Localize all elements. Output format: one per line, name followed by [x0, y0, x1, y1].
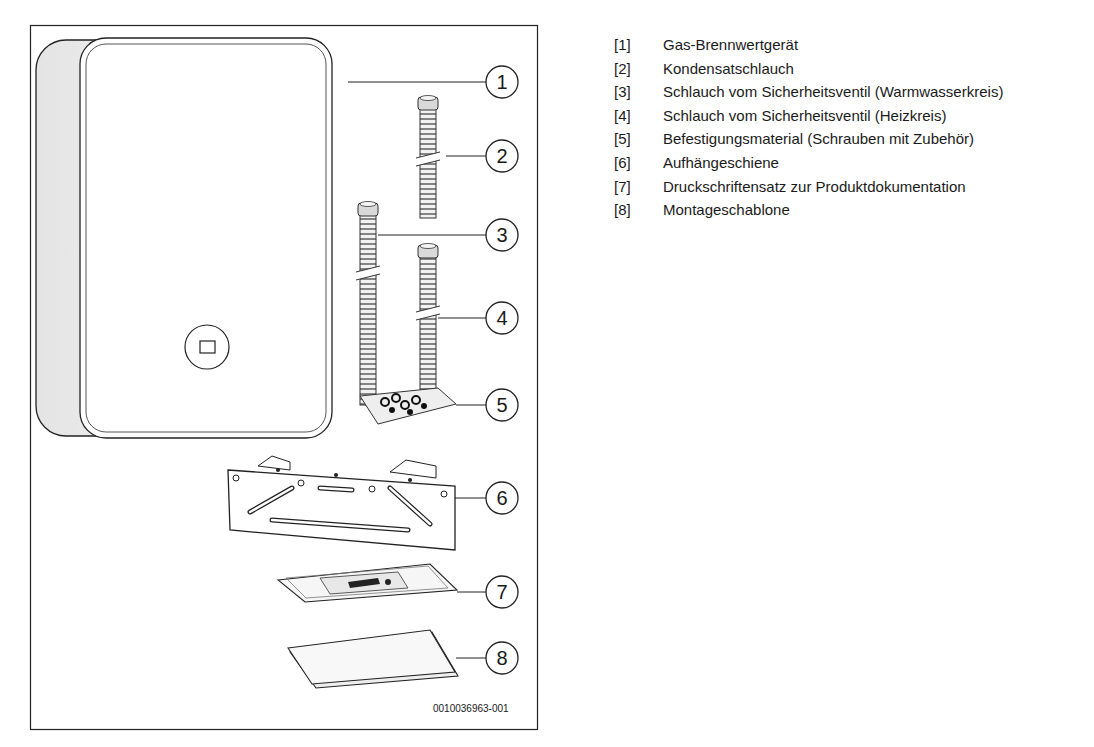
part-name: Schlauch vom Sicherheitsventil (Heizkrei… [663, 107, 1088, 125]
part-number: [6] [614, 154, 659, 172]
callout-circle: 5 [485, 388, 519, 422]
part-name: Befestigungsmaterial (Schrauben mit Zube… [663, 130, 1088, 148]
callout-number: 3 [485, 218, 519, 252]
documents-drawing [278, 564, 457, 602]
part-number: [1] [614, 36, 659, 54]
part-name: Kondensatschlauch [663, 60, 1088, 78]
part-name: Gas-Brennwertgerät [663, 36, 1088, 54]
callout-circle: 6 [485, 481, 519, 515]
callout-number: 2 [485, 139, 519, 173]
mounting-rail-drawing [228, 456, 455, 550]
part-number: [7] [614, 178, 659, 196]
callout-number: 6 [485, 481, 519, 515]
callout-circle: 1 [485, 65, 519, 99]
hose-drawing [416, 244, 440, 406]
part-name: Aufhängeschiene [663, 154, 1088, 172]
callout-number: 5 [485, 388, 519, 422]
part-number: [5] [614, 130, 659, 148]
callout-number: 7 [485, 575, 519, 609]
part-number: [8] [614, 201, 659, 219]
screw-bag-drawing [360, 388, 456, 424]
hose-drawing [416, 96, 440, 219]
hose-drawing [356, 202, 380, 406]
callout-circle: 8 [485, 641, 519, 675]
boiler-drawing [36, 38, 332, 438]
part-name: Montageschablone [663, 201, 1088, 219]
callout-number: 4 [485, 301, 519, 335]
part-name: Druckschriftensatz zur Produktdokumentat… [663, 178, 1088, 196]
part-number: [4] [614, 107, 659, 125]
template-drawing [288, 630, 458, 688]
callout-circle: 7 [485, 575, 519, 609]
leader-lines [348, 82, 486, 658]
callout-circle: 3 [485, 218, 519, 252]
figure-id: 0010036963-001 [433, 703, 533, 715]
part-name: Schlauch vom Sicherheitsventil (Warmwass… [663, 83, 1088, 101]
callout-circle: 2 [485, 139, 519, 173]
part-number: [3] [614, 83, 659, 101]
part-number: [2] [614, 60, 659, 78]
callout-number: 1 [485, 65, 519, 99]
callout-number: 8 [485, 641, 519, 675]
callout-circle: 4 [485, 301, 519, 335]
figure-frame [31, 26, 538, 730]
